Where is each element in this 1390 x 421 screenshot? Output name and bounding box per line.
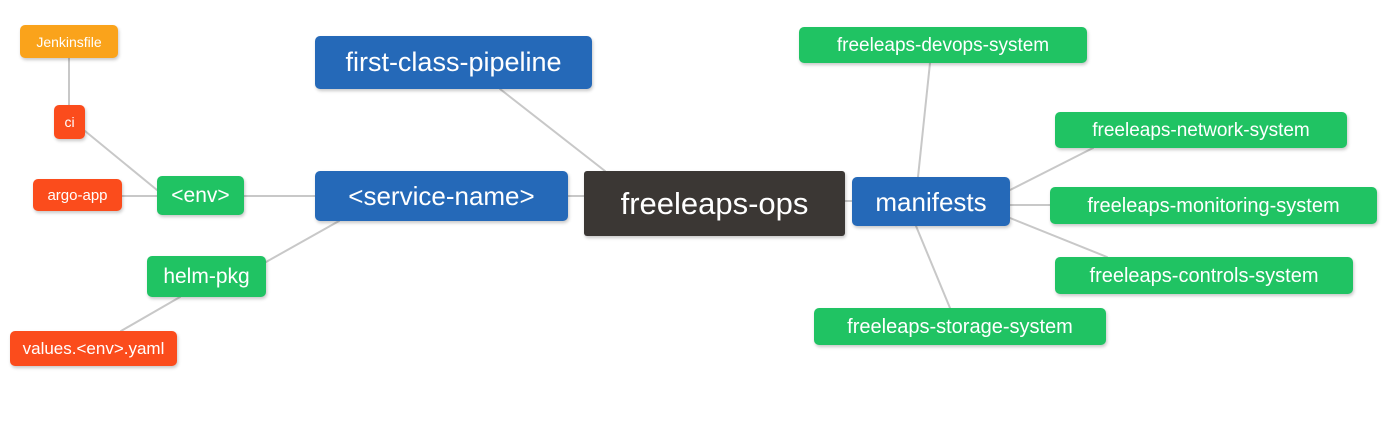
node-label: freeleaps-devops-system	[836, 34, 1050, 56]
node-label: first-class-pipeline	[345, 47, 562, 77]
edge-manifests-to-freeleaps-devops-system	[917, 62, 931, 178]
node-label: values.<env>.yaml	[22, 339, 165, 358]
node-label: <env>	[171, 184, 230, 207]
node-first-class-pipeline[interactable]: first-class-pipeline	[315, 36, 592, 89]
node-ci[interactable]: ci	[54, 105, 85, 139]
node-freeleaps-storage-system[interactable]: freeleaps-storage-system	[814, 308, 1106, 345]
node-label: freeleaps-storage-system	[847, 315, 1073, 338]
node-values-env-yaml[interactable]: values.<env>.yaml	[10, 331, 177, 366]
node-label: ci	[64, 114, 75, 130]
node-jenkinsfile[interactable]: Jenkinsfile	[20, 25, 118, 58]
node-label: Jenkinsfile	[36, 33, 102, 50]
node-argo-app[interactable]: argo-app	[33, 179, 122, 211]
edge-helm-pkg-to-service-name	[265, 220, 340, 263]
edge-values-env-yaml-to-helm-pkg	[120, 296, 181, 332]
edge-manifests-to-freeleaps-storage-system	[915, 225, 951, 309]
node-freeleaps-ops[interactable]: freeleaps-ops	[584, 171, 845, 236]
node-service-name[interactable]: <service-name>	[315, 171, 568, 221]
node-label: <service-name>	[348, 181, 535, 211]
node-env[interactable]: <env>	[157, 176, 244, 215]
node-label: argo-app	[47, 186, 108, 204]
node-label: freeleaps-controls-system	[1089, 264, 1319, 287]
node-label: manifests	[875, 186, 987, 217]
node-freeleaps-monitoring-system[interactable]: freeleaps-monitoring-system	[1050, 187, 1377, 224]
node-label: freeleaps-ops	[620, 186, 809, 221]
node-helm-pkg[interactable]: helm-pkg	[147, 256, 266, 297]
node-freeleaps-network-system[interactable]: freeleaps-network-system	[1055, 112, 1347, 148]
node-freeleaps-devops-system[interactable]: freeleaps-devops-system	[799, 27, 1087, 63]
node-manifests[interactable]: manifests	[852, 177, 1010, 226]
node-freeleaps-controls-system[interactable]: freeleaps-controls-system	[1055, 257, 1353, 294]
edge-manifests-to-freeleaps-network-system	[1009, 147, 1094, 191]
node-label: freeleaps-network-system	[1092, 119, 1310, 141]
node-label: helm-pkg	[163, 265, 250, 288]
edge-first-class-pipeline-to-freeleaps-ops	[499, 88, 606, 172]
node-label: freeleaps-monitoring-system	[1087, 194, 1340, 217]
